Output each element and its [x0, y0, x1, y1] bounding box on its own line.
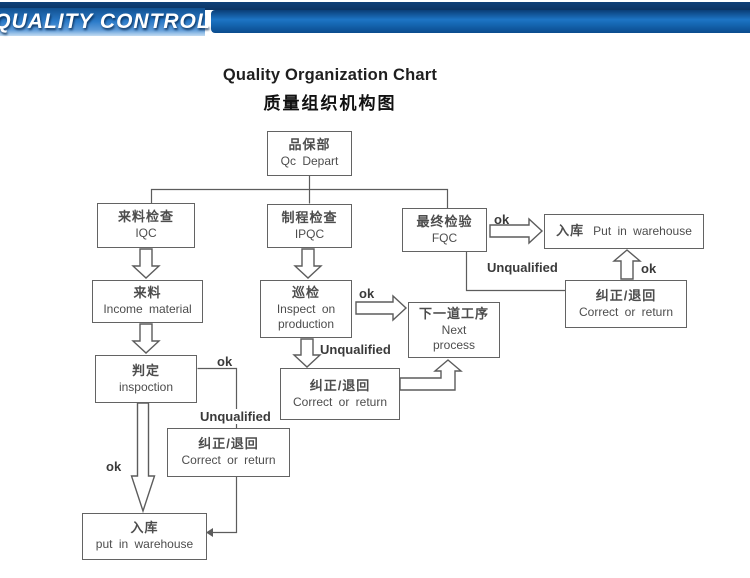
node-correct-return-left-cn: 纠正/退回 [198, 436, 259, 452]
connector-fqc-unqualified [465, 252, 566, 292]
block-arrow-ipqc-down [293, 248, 323, 279]
label-ok-judge: ok [217, 354, 233, 369]
block-arrow-judge-ok-down [130, 402, 156, 514]
node-next-process-en: Next process [432, 322, 476, 353]
node-fqc-cn: 最终检验 [416, 213, 473, 229]
connector-correct-to-warehouse [212, 477, 238, 534]
label-unqualified-patrol: Unqualified [320, 342, 391, 357]
banner-top-strip [0, 2, 750, 10]
node-warehouse-bottom-en: put in warehouse [95, 537, 194, 552]
node-qc-depart-cn: 品保部 [288, 137, 331, 153]
node-warehouse-top-cn: 入库 [556, 223, 585, 239]
label-unqualified-fqc: Unqualified [487, 260, 558, 275]
page-title-chinese: 质量组织机构图 [263, 94, 397, 113]
node-ipqc: 制程检查 IPQC [267, 204, 352, 248]
node-qc-depart-en: Qc Depart [280, 154, 339, 169]
node-correct-return-right: 纠正/退回 Correct or return [565, 280, 687, 328]
node-qc-depart: 品保部 Qc Depart [267, 131, 352, 176]
arrowhead-into-warehouse [206, 528, 213, 537]
block-arrow-patrol-unqualified-down [292, 338, 322, 368]
block-arrow-correct-ok-up [612, 249, 642, 280]
node-correct-return-right-cn: 纠正/退回 [595, 287, 657, 303]
label-unqualified-judge: Unqualified [198, 409, 273, 424]
connector-judge-to-correct [197, 367, 238, 429]
label-ok-patrol: ok [359, 286, 375, 301]
label-ok-fqc: ok [494, 212, 510, 227]
node-warehouse-bottom-cn: 入库 [130, 520, 159, 536]
page-title: Quality Organization Chart [222, 66, 438, 84]
banner-bar [211, 10, 750, 33]
banner-title-segment: QUALITY CONTROL [0, 8, 210, 36]
node-patrol-inspect-cn: 巡检 [291, 284, 320, 300]
node-income-material-en: Income material [103, 302, 192, 317]
block-arrow-iqc-down [131, 248, 161, 279]
node-iqc-cn: 来料检查 [117, 209, 174, 225]
block-arrow-income-down [131, 323, 161, 354]
node-judge: 判定 inspoction [95, 355, 197, 403]
node-correct-return-mid-en: Correct or return [292, 394, 388, 409]
node-warehouse-top-en: Put in warehouse [593, 223, 692, 238]
node-patrol-inspect-en: Inspect on production [276, 301, 336, 332]
node-correct-return-mid-cn: 纠正/退回 [309, 377, 371, 393]
node-fqc: 最终检验 FQC [402, 208, 487, 252]
node-income-material: 来料 Income material [92, 280, 203, 323]
block-arrow-patrol-ok-right [355, 294, 408, 322]
node-correct-return-left-en: Correct or return [181, 453, 276, 468]
node-next-process-cn: 下一道工序 [418, 305, 489, 321]
banner-title: QUALITY CONTROL [0, 10, 211, 33]
node-correct-return-mid: 纠正/退回 Correct or return [280, 368, 400, 420]
label-ok-correct-up: ok [641, 261, 657, 276]
label-ok-judge-down: ok [106, 459, 122, 474]
node-fqc-en: FQC [431, 230, 458, 245]
block-arrow-correct-to-next-elbow [399, 359, 463, 391]
node-ipqc-en: IPQC [294, 226, 325, 241]
node-next-process: 下一道工序 Next process [408, 302, 500, 358]
block-arrow-fqc-ok-right [489, 217, 544, 245]
node-iqc: 来料检查 IQC [97, 203, 195, 248]
connector-qcdepart-branch [150, 188, 449, 209]
node-patrol-inspect: 巡检 Inspect on production [260, 280, 352, 338]
node-income-material-cn: 来料 [133, 285, 162, 301]
node-iqc-en: IQC [135, 226, 157, 241]
node-judge-cn: 判定 [131, 362, 160, 378]
node-ipqc-cn: 制程检查 [281, 209, 338, 225]
node-correct-return-left: 纠正/退回 Correct or return [167, 428, 290, 477]
node-judge-en: inspoction [118, 379, 174, 394]
node-warehouse-top: 入库 Put in warehouse [544, 214, 704, 249]
node-correct-return-right-en: Correct or return [578, 304, 674, 319]
node-warehouse-bottom: 入库 put in warehouse [82, 513, 207, 560]
